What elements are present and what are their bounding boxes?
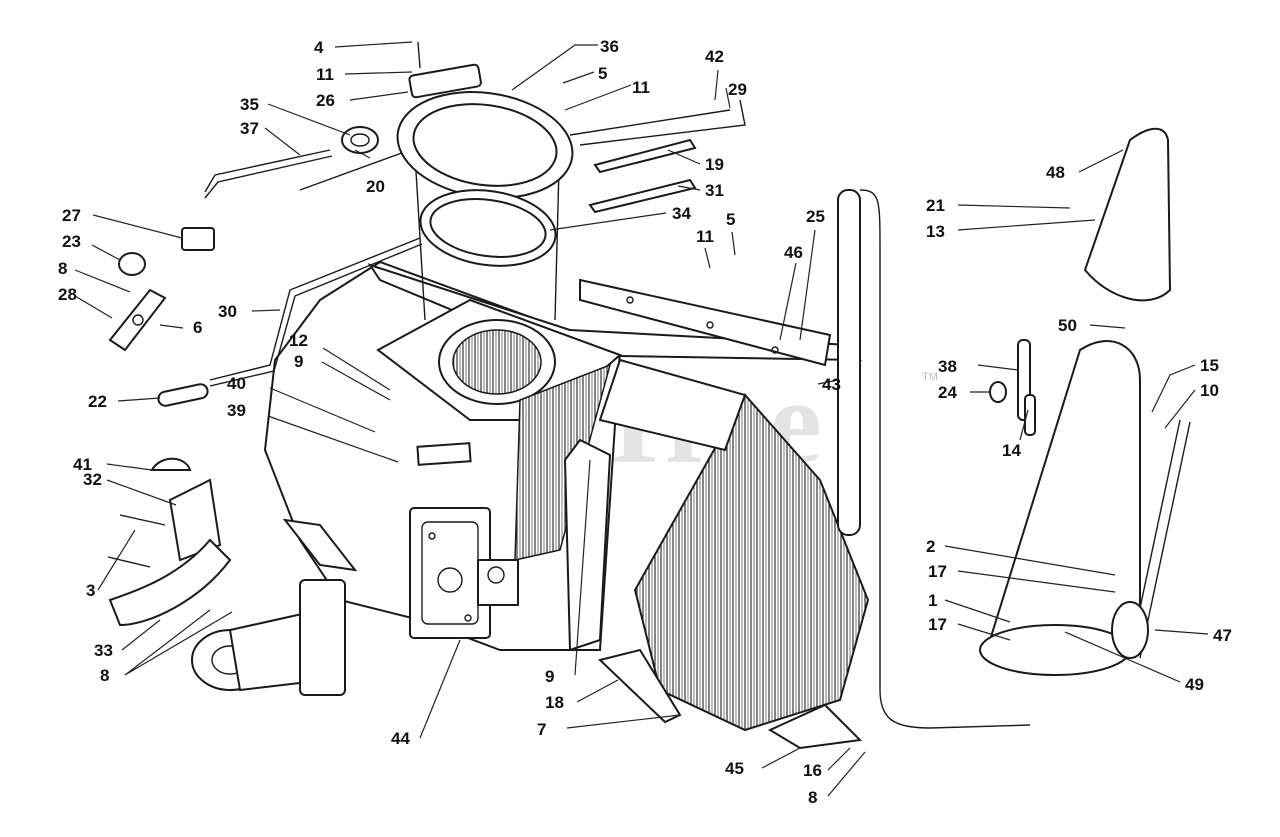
callout-label-24: 24 <box>938 383 957 402</box>
callout-label-37: 37 <box>240 119 259 138</box>
callout-label-12: 12 <box>289 331 308 350</box>
callout-label-13: 13 <box>926 222 945 241</box>
callout-label-9: 9 <box>545 667 554 686</box>
callout-label-44: 44 <box>391 729 410 748</box>
callout-label-39: 39 <box>227 401 246 420</box>
callout-label-29: 29 <box>728 80 747 99</box>
leader-lines <box>74 41 1209 797</box>
callout-label-42: 42 <box>705 47 724 66</box>
callout-label-16: 16 <box>803 761 822 780</box>
callout-label-2: 2 <box>926 537 935 556</box>
callout-label-50: 50 <box>1058 316 1077 335</box>
chute-rings <box>396 91 746 267</box>
callout-label-40: 40 <box>227 374 246 393</box>
callout-label-11: 11 <box>632 78 650 97</box>
callout-label-26: 26 <box>316 91 335 110</box>
callout-label-28: 28 <box>58 285 77 304</box>
watermark-trademark: TM <box>922 371 938 383</box>
callout-label-46: 46 <box>784 243 803 262</box>
callout-label-49: 49 <box>1185 675 1204 694</box>
callout-label-1: 1 <box>928 591 937 610</box>
callout-label-4: 4 <box>314 38 324 57</box>
callout-label-47: 47 <box>1213 626 1232 645</box>
callout-label-36: 36 <box>600 37 619 56</box>
blower-housing <box>263 129 1031 750</box>
callout-label-7: 7 <box>537 720 546 739</box>
callout-label-15: 15 <box>1200 356 1219 375</box>
callout-label-8: 8 <box>58 259 67 278</box>
callout-label-18: 18 <box>545 693 564 712</box>
callout-label-34: 34 <box>672 204 691 223</box>
callout-label-11: 11 <box>696 227 714 246</box>
callout-label-19: 19 <box>705 155 724 174</box>
callout-label-17: 17 <box>928 615 947 634</box>
callout-label-33: 33 <box>94 641 113 660</box>
callout-label-43: 43 <box>822 375 841 394</box>
callout-label-22: 22 <box>88 392 107 411</box>
callout-label-11: 11 <box>316 65 334 84</box>
callout-label-5: 5 <box>598 64 607 83</box>
callout-label-41: 41 <box>73 455 92 474</box>
callout-label-5: 5 <box>726 210 735 229</box>
callout-label-8: 8 <box>808 788 817 807</box>
callout-label-27: 27 <box>62 206 81 225</box>
callout-label-32: 32 <box>83 470 102 489</box>
callout-label-35: 35 <box>240 95 259 114</box>
callout-label-6: 6 <box>193 318 202 337</box>
callout-label-20: 20 <box>366 177 385 196</box>
callout-label-3: 3 <box>86 581 95 600</box>
callout-label-21: 21 <box>926 196 945 215</box>
callout-label-14: 14 <box>1002 441 1021 460</box>
callout-label-23: 23 <box>62 232 81 251</box>
callout-label-17: 17 <box>928 562 947 581</box>
left-parts <box>107 41 482 696</box>
callout-label-8: 8 <box>100 666 109 685</box>
callout-label-48: 48 <box>1046 163 1065 182</box>
callout-label-30: 30 <box>218 302 237 321</box>
callout-label-38: 38 <box>938 357 957 376</box>
callout-label-25: 25 <box>806 207 825 226</box>
callout-label-9: 9 <box>294 352 303 371</box>
callout-label-31: 31 <box>705 181 724 200</box>
callout-label-45: 45 <box>725 759 744 778</box>
right-chute-parts <box>979 127 1191 676</box>
callout-label-10: 10 <box>1200 381 1219 400</box>
